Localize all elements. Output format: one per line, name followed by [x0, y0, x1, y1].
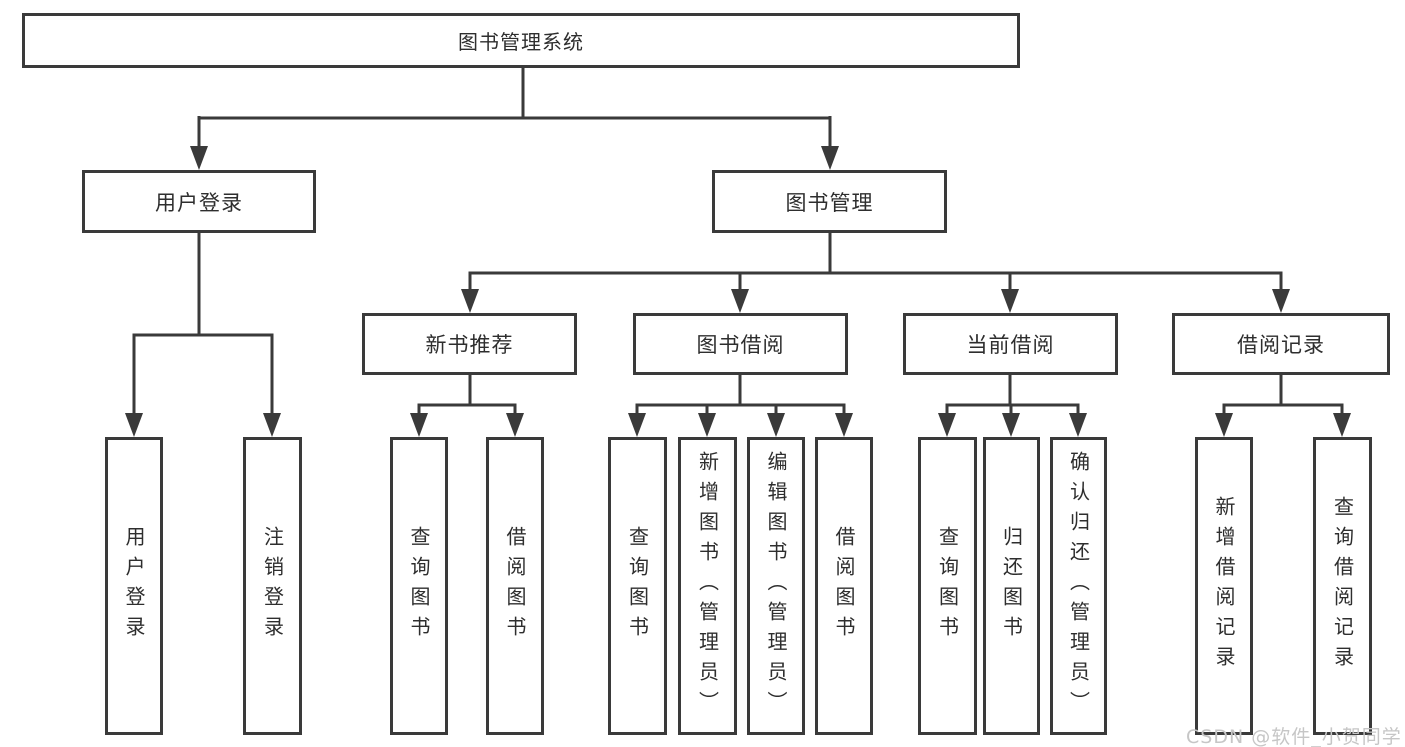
- connector-current-borrow-to-leaves: [945, 375, 1080, 417]
- node-label: 当前借阅: [966, 333, 1055, 357]
- node-label: 新书推荐: [425, 333, 514, 357]
- leaf-search-books-current: 查询图书: [918, 437, 977, 735]
- leaf-label: 查询图书: [407, 526, 431, 646]
- leaf-search-books-borrow: 查询图书: [608, 437, 667, 735]
- connector-book-mgmt-to-level3: [468, 233, 1283, 293]
- node-user-login: 用户登录: [82, 170, 316, 233]
- leaf-label: 借阅图书: [832, 526, 856, 646]
- leaf-edit-books-admin: 编辑图书（管理员）: [747, 437, 805, 735]
- leaf-return-books: 归还图书: [983, 437, 1040, 735]
- arrowheads-current-borrow-leaves: [938, 413, 1087, 437]
- node-label: 图书管理系统: [458, 30, 584, 54]
- node-label: 用户登录: [155, 190, 243, 215]
- node-borrow-records: 借阅记录: [1172, 313, 1390, 375]
- leaf-search-borrow-record: 查询借阅记录: [1313, 437, 1372, 735]
- connector-user-login-to-leaves: [132, 233, 274, 417]
- arrowheads-level2: [190, 146, 839, 170]
- node-label: 借阅记录: [1237, 333, 1325, 357]
- leaf-label: 新增借阅记录: [1212, 496, 1236, 676]
- leaf-label: 归还图书: [999, 526, 1024, 646]
- leaf-label: 查询图书: [625, 526, 650, 646]
- leaf-label: 查询借阅记录: [1330, 496, 1355, 676]
- leaf-borrow-books-recommend: 借阅图书: [486, 437, 544, 735]
- connector-book-borrow-to-leaves: [635, 375, 846, 417]
- node-label: 图书借阅: [696, 333, 785, 357]
- node-label: 图书管理: [785, 190, 874, 215]
- leaf-label: 确认归还（管理员）: [1066, 451, 1091, 721]
- connector-borrow-records-to-leaves: [1222, 375, 1344, 417]
- leaf-confirm-return-admin: 确认归还（管理员）: [1050, 437, 1107, 735]
- arrowheads-book-borrow-leaves: [628, 413, 853, 437]
- leaf-add-books-admin: 新增图书（管理员）: [678, 437, 737, 735]
- leaf-logout: 注销登录: [243, 437, 302, 735]
- leaf-label: 编辑图书（管理员）: [764, 451, 788, 721]
- leaf-label: 查询图书: [935, 526, 960, 646]
- leaf-add-borrow-record: 新增借阅记录: [1195, 437, 1253, 735]
- leaf-label: 注销登录: [260, 526, 285, 646]
- leaf-user-login: 用户登录: [105, 437, 163, 735]
- leaf-label: 用户登录: [122, 526, 146, 646]
- leaf-label: 借阅图书: [503, 526, 527, 646]
- csdn-watermark: CSDN @软件_小贺同学: [1186, 726, 1402, 747]
- node-new-book-recommend: 新书推荐: [362, 313, 577, 375]
- leaf-borrow-books: 借阅图书: [815, 437, 873, 735]
- arrowheads-level3: [461, 289, 1290, 313]
- node-book-borrow: 图书借阅: [633, 313, 848, 375]
- leaf-search-books-recommend: 查询图书: [390, 437, 448, 735]
- node-book-management: 图书管理: [712, 170, 947, 233]
- connector-new-book-to-leaves: [417, 375, 517, 417]
- node-current-borrow: 当前借阅: [903, 313, 1118, 375]
- arrowheads-user-login-leaves: [125, 413, 281, 437]
- arrowheads-borrow-records-leaves: [1215, 413, 1351, 437]
- connector-root-to-level2: [197, 68, 832, 150]
- leaf-label: 新增图书（管理员）: [695, 451, 720, 721]
- node-library-management-system: 图书管理系统: [22, 13, 1020, 68]
- arrowheads-new-book-leaves: [410, 413, 524, 437]
